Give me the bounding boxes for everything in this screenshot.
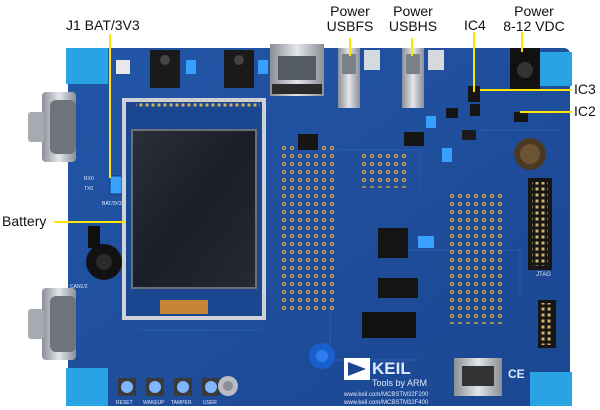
callout-power-usbhs-line1: Power <box>393 3 433 19</box>
jtag-header <box>528 178 552 270</box>
svg-text:CE: CE <box>508 367 525 381</box>
ic3-chip <box>470 104 480 116</box>
dc-jack <box>510 48 540 90</box>
usb-fs-connector <box>338 48 360 108</box>
svg-text:RESET: RESET <box>116 400 133 406</box>
corner-pad-br <box>530 372 572 406</box>
proto-area-1 <box>280 144 336 314</box>
ic4-chip <box>468 86 480 102</box>
svg-text:TAMPER: TAMPER <box>171 400 192 406</box>
callout-power-usbhs: Power USBHS <box>386 4 440 34</box>
callout-power-usbfs: Power USBFS <box>326 4 374 34</box>
callout-ic3: IC3 <box>574 81 596 97</box>
proto-area-2 <box>446 192 502 324</box>
usb-hs-connector <box>402 48 424 108</box>
callout-power-dc: Power 8-12 VDC <box>496 4 572 34</box>
push-buttons <box>118 378 220 396</box>
svg-text:USER: USER <box>203 400 217 406</box>
svg-text:JTAG: JTAG <box>536 272 551 278</box>
corner-pad-bl <box>66 368 108 406</box>
svg-text:KEIL: KEIL <box>372 359 411 378</box>
callout-power-usbfs-line2: USBFS <box>326 18 374 34</box>
svg-text:www.keil.com/MCBSTM32F200: www.keil.com/MCBSTM32F200 <box>343 392 429 398</box>
ic2-chip <box>514 112 528 122</box>
svg-text:www.keil.com/MCBSTM32F400: www.keil.com/MCBSTM32F400 <box>343 400 429 406</box>
svg-text:CAN1/2: CAN1/2 <box>70 284 88 290</box>
callout-ic4: IC4 <box>464 17 486 33</box>
svg-text:TX0: TX0 <box>84 186 93 192</box>
callout-j1: J1 BAT/3V3 <box>66 17 140 33</box>
callout-power-dc-line2: 8-12 VDC <box>503 18 565 34</box>
callout-battery: Battery <box>2 213 47 229</box>
callout-power-dc-line1: Power <box>514 3 554 19</box>
db9-bottom <box>28 288 76 360</box>
leader-lines <box>54 32 572 223</box>
db9-top <box>28 92 76 162</box>
callout-power-usbfs-line1: Power <box>330 3 370 19</box>
mcu <box>378 228 408 258</box>
lcd-module <box>122 98 266 320</box>
svg-text:WAKEUP: WAKEUP <box>143 400 165 406</box>
callout-power-usbhs-line2: USBHS <box>388 18 438 34</box>
svg-text:RX0: RX0 <box>84 176 94 182</box>
svg-text:Tools by ARM: Tools by ARM <box>372 378 427 388</box>
j1-jumper <box>109 175 123 195</box>
callout-ic2: IC2 <box>574 103 596 119</box>
corner-pad-tl <box>66 48 108 84</box>
proto-area-3 <box>362 152 410 188</box>
svg-text:BAT/3V3: BAT/3V3 <box>102 201 122 207</box>
ethernet-jack <box>270 44 324 96</box>
